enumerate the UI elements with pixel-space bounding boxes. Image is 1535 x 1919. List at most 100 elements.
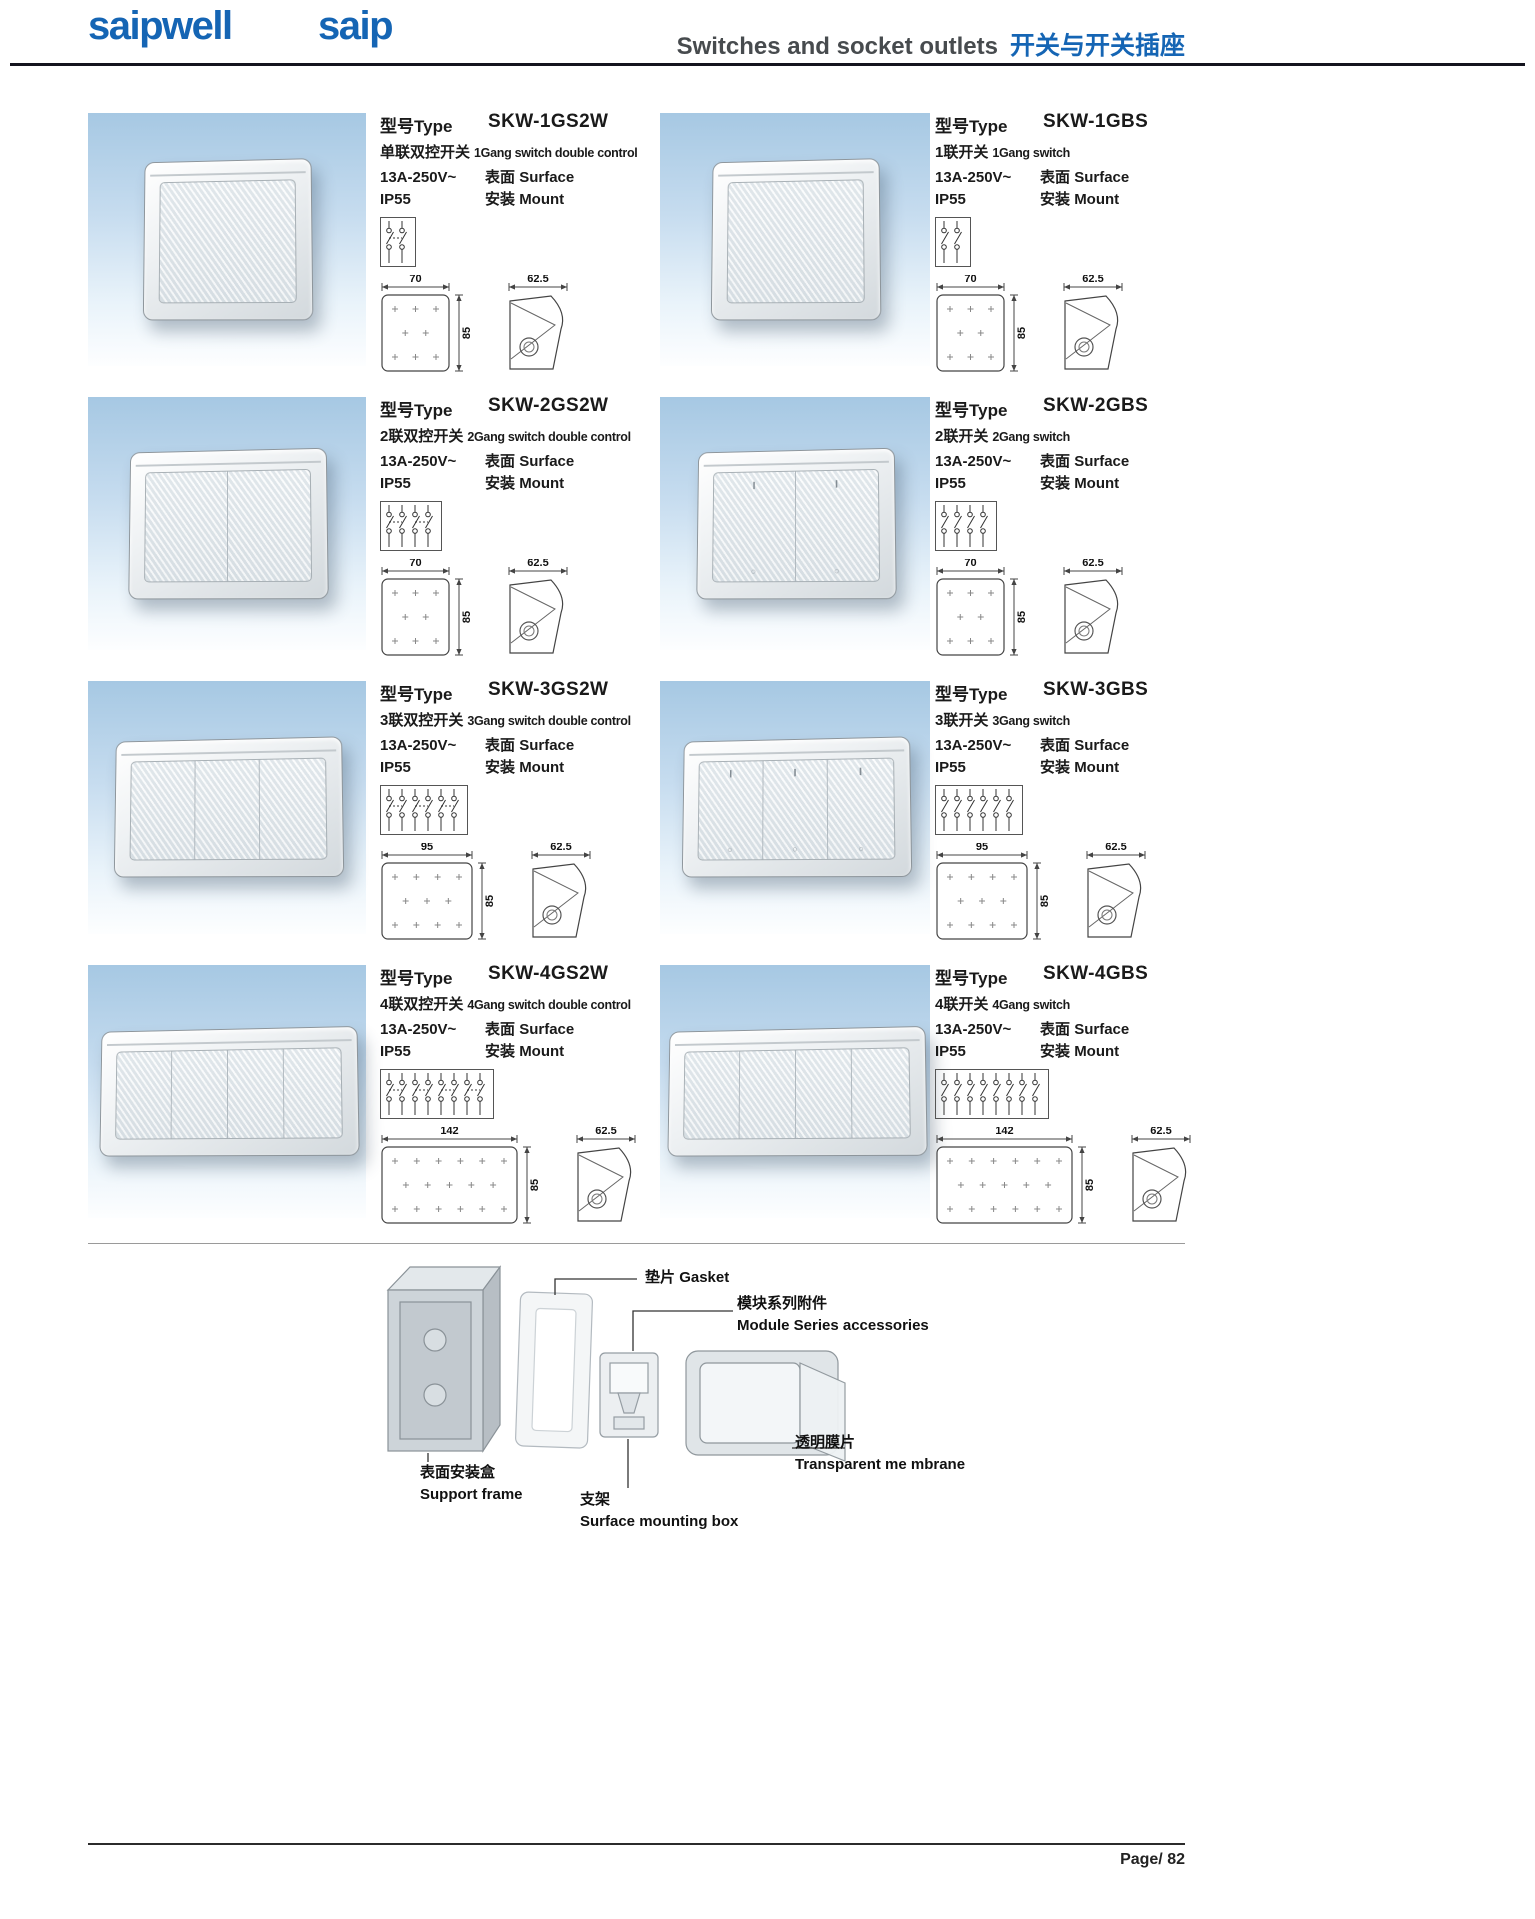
mount-en: Mount xyxy=(519,759,565,776)
product-photo xyxy=(88,113,366,366)
svg-text:62.5: 62.5 xyxy=(595,1127,616,1137)
product-photo xyxy=(88,965,366,1218)
svg-text:62.5: 62.5 xyxy=(1150,1127,1171,1137)
mount-label: 安装 Mount xyxy=(1040,473,1129,495)
electrical-rating: 13A-250V~ xyxy=(380,737,457,754)
svg-text:62.5: 62.5 xyxy=(527,275,548,285)
ip-rating: IP55 xyxy=(380,1043,411,1060)
mount-cn: 安装 xyxy=(1040,191,1071,208)
model-number: SKW-1GBS xyxy=(1043,111,1149,132)
surface-en: Surface xyxy=(1074,1021,1130,1038)
svg-text:70: 70 xyxy=(964,559,976,569)
section-divider xyxy=(88,1243,1185,1244)
model-number: SKW-3GS2W xyxy=(488,679,609,700)
electrical-rating: 13A-250V~ xyxy=(935,169,1012,186)
surface-en: Surface xyxy=(519,737,575,754)
product-photo xyxy=(88,397,366,650)
surface-label: 表面 Surface xyxy=(1040,451,1129,473)
mount-label: 安装 Mount xyxy=(485,1041,574,1063)
model-row: 型号Type SKW-4GBS xyxy=(935,963,1220,990)
description-en: 2Gang switch double control xyxy=(467,430,631,444)
product-photo: I○I○I○ xyxy=(660,681,930,934)
description-cn: 1联开关 xyxy=(935,144,989,161)
svg-text:85: 85 xyxy=(529,1179,541,1191)
rating-block: 13A-250V~ IP55 表面 Surface 安装 Mount xyxy=(935,1019,1220,1063)
svg-text:85: 85 xyxy=(461,327,473,339)
electrical-rating: 13A-250V~ xyxy=(935,1021,1012,1038)
surface-cn: 表面 xyxy=(1040,453,1071,470)
ip-rating: IP55 xyxy=(935,1043,966,1060)
mount-en: Mount xyxy=(519,1043,565,1060)
ip-rating: IP55 xyxy=(380,475,411,492)
svg-text:142: 142 xyxy=(440,1127,458,1137)
svg-text:85: 85 xyxy=(1084,1179,1096,1191)
switch-product-image: I○I○ xyxy=(696,447,897,599)
surface-en: Surface xyxy=(1074,169,1130,186)
mount-label: 安装 Mount xyxy=(485,473,574,495)
switch-product-image xyxy=(113,736,345,878)
surface-cn: 表面 xyxy=(485,737,516,754)
electrical-rating: 13A-250V~ xyxy=(935,453,1012,470)
rating-block: 13A-250V~ IP55 表面 Surface 安装 Mount xyxy=(380,451,665,495)
label-gasket: 垫片 Gasket xyxy=(645,1267,729,1289)
svg-text:70: 70 xyxy=(409,275,421,285)
module-cn: 模块系列附件 xyxy=(737,1295,828,1312)
electrical-rating: 13A-250V~ xyxy=(380,1021,457,1038)
mount-en: Mount xyxy=(1074,1043,1120,1060)
description-en: 3Gang switch double control xyxy=(467,714,631,728)
circuit-diagram xyxy=(935,1069,1220,1121)
model-number: SKW-4GBS xyxy=(1043,963,1149,984)
description-cn: 4联开关 xyxy=(935,996,989,1013)
product-photo xyxy=(88,681,366,934)
description-en: 2Gang switch xyxy=(992,430,1071,444)
gasket-cn: 垫片 xyxy=(645,1269,676,1286)
description-en: 1Gang switch double control xyxy=(474,146,638,160)
surface-label: 表面 Surface xyxy=(1040,1019,1129,1041)
mount-cn: 安装 xyxy=(485,759,516,776)
description-cn: 2联双控开关 xyxy=(380,428,464,445)
surface-cn: 表面 xyxy=(485,169,516,186)
surface-en: Surface xyxy=(519,453,575,470)
ip-rating: IP55 xyxy=(935,191,966,208)
mount-cn: 安装 xyxy=(1040,1043,1071,1060)
type-label: 型号Type xyxy=(935,969,1008,988)
switch-product-image xyxy=(710,158,882,321)
description-en: 4Gang switch xyxy=(992,998,1071,1012)
surface-en: Surface xyxy=(519,169,575,186)
description-en: 4Gang switch double control xyxy=(467,998,631,1012)
surface-label: 表面 Surface xyxy=(485,451,574,473)
surface-cn: 表面 xyxy=(1040,1021,1071,1038)
mount-cn: 安装 xyxy=(485,475,516,492)
description-cn: 4联双控开关 xyxy=(380,996,464,1013)
svg-text:62.5: 62.5 xyxy=(527,559,548,569)
circuit-diagram xyxy=(935,501,1220,553)
type-label: 型号Type xyxy=(380,117,453,136)
ip-rating: IP55 xyxy=(380,191,411,208)
gasket-en: Gasket xyxy=(679,1269,730,1286)
rating-block: 13A-250V~ IP55 表面 Surface 安装 Mount xyxy=(380,1019,665,1063)
circuit-diagram xyxy=(380,1069,665,1121)
surface-cn: 表面 xyxy=(1040,737,1071,754)
surface-label: 表面 Surface xyxy=(485,1019,574,1041)
saip-logo: saip xyxy=(318,4,394,48)
description-en: 1Gang switch xyxy=(992,146,1071,160)
mount-en: Mount xyxy=(1074,475,1120,492)
svg-text:85: 85 xyxy=(484,895,496,907)
mount-en: Mount xyxy=(1074,191,1120,208)
electrical-rating: 13A-250V~ xyxy=(380,453,457,470)
dimension-drawings: 70 85 62.5 xyxy=(380,275,665,375)
